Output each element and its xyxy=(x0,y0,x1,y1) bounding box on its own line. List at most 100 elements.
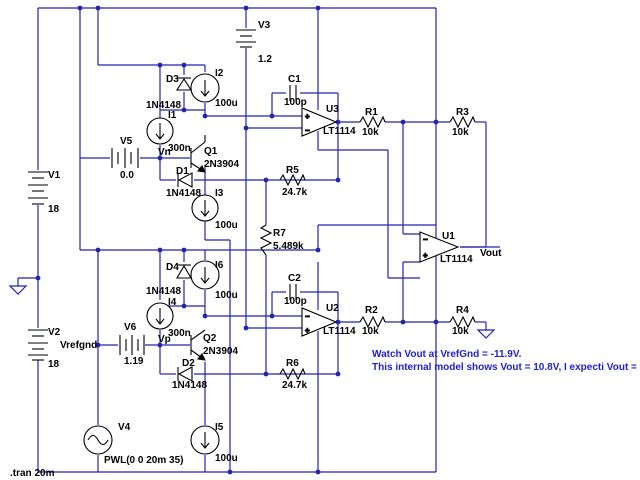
r2-value: 10k xyxy=(362,326,379,337)
r1-value: 10k xyxy=(362,127,379,138)
i3-value: 100u xyxy=(215,220,238,231)
i4-name: I4 xyxy=(168,297,177,308)
net-label-vp: Vp xyxy=(158,334,171,345)
i2-value: 100u xyxy=(215,98,238,109)
r2-name: R2 xyxy=(365,305,378,316)
i6-name: I6 xyxy=(215,260,224,271)
transistor-q2[interactable] xyxy=(190,329,206,361)
resistor-r2[interactable] xyxy=(359,315,386,329)
d3-value: 1N4148 xyxy=(146,100,181,111)
v6-name: V6 xyxy=(124,322,137,333)
net-label-vout: Vout xyxy=(480,248,502,259)
diode-d2[interactable] xyxy=(177,366,193,382)
i6-value: 100u xyxy=(215,290,238,301)
resistor-r5[interactable] xyxy=(279,173,306,187)
v3-value: 1.2 xyxy=(258,54,272,65)
v3-name: V3 xyxy=(258,20,271,31)
v4-value: PWL(0 0 20m 35) xyxy=(104,455,183,466)
diode-d4[interactable] xyxy=(176,264,192,279)
c2-name: C2 xyxy=(288,273,301,284)
q2-value: 2N3904 xyxy=(203,346,238,357)
ground-symbol-r4 xyxy=(476,329,496,339)
c1-name: C1 xyxy=(288,74,301,85)
c1-value: 100p xyxy=(284,97,307,108)
v5-name: V5 xyxy=(120,136,133,147)
q2-name: Q2 xyxy=(203,333,217,344)
v1-name: V1 xyxy=(48,170,61,181)
ground-symbol-left xyxy=(8,285,28,295)
i5-name: I5 xyxy=(215,422,224,433)
resistor-r1[interactable] xyxy=(359,115,386,129)
capacitor-c1[interactable] xyxy=(289,85,297,101)
u3-name: U3 xyxy=(326,104,339,115)
d1-name: D1 xyxy=(176,166,189,177)
battery-v3[interactable] xyxy=(236,29,256,48)
i1-name: I1 xyxy=(168,110,177,121)
current-source-i4[interactable] xyxy=(146,302,174,330)
r1-name: R1 xyxy=(365,107,378,118)
i5-value: 100u xyxy=(215,453,238,464)
u3-value: LT1114 xyxy=(323,126,356,137)
c2-value: 100p xyxy=(284,296,307,307)
resistor-r7[interactable] xyxy=(259,224,273,256)
current-source-i1[interactable] xyxy=(146,117,174,145)
battery-v1[interactable] xyxy=(28,171,48,205)
junction-dots xyxy=(35,5,439,475)
r5-value: 24.7k xyxy=(282,187,307,198)
r3-value: 10k xyxy=(452,127,469,138)
i2-name: I2 xyxy=(215,68,224,79)
transistor-q1[interactable] xyxy=(190,135,206,173)
diode-d3[interactable] xyxy=(175,77,193,91)
current-source-i6[interactable] xyxy=(190,260,220,290)
r6-name: R6 xyxy=(286,358,299,369)
spice-directive[interactable]: .tran 20m xyxy=(10,468,55,479)
opamp-u2[interactable]: − + xyxy=(301,307,338,337)
comment-line-2: This internal model shows Vout = 10.8V, … xyxy=(372,362,640,373)
svg-text:−: − xyxy=(423,235,428,244)
battery-v2[interactable] xyxy=(28,329,48,361)
d2-name: D2 xyxy=(182,358,195,369)
v6-value: 1.19 xyxy=(124,356,144,367)
battery-v5[interactable] xyxy=(111,148,139,168)
r7-value: 5.489k xyxy=(273,241,304,252)
r6-value: 24.7k xyxy=(282,380,307,391)
opamp-u3[interactable]: + − xyxy=(301,107,338,137)
u1-name: U1 xyxy=(442,231,455,242)
current-source-i5[interactable] xyxy=(190,425,220,455)
u2-name: U2 xyxy=(326,303,339,314)
svg-text:+: + xyxy=(423,251,428,260)
i3-name: I3 xyxy=(215,188,224,199)
resistor-r3[interactable] xyxy=(449,115,476,129)
resistor-r4[interactable] xyxy=(449,315,476,329)
q1-name: Q1 xyxy=(204,146,218,157)
resistor-r6[interactable] xyxy=(279,367,306,381)
v2-name: V2 xyxy=(48,327,61,338)
d1-value: 1N4148 xyxy=(166,188,201,199)
diode-d1[interactable] xyxy=(177,172,193,188)
svg-text:+: + xyxy=(305,326,310,335)
svg-text:−: − xyxy=(305,312,310,321)
d4-name: D4 xyxy=(166,262,179,273)
opamp-u1[interactable]: − + xyxy=(419,231,460,263)
r3-name: R3 xyxy=(456,107,469,118)
v1-value: 18 xyxy=(48,204,60,215)
v4-name: V4 xyxy=(118,422,131,433)
d4-value: 1N4148 xyxy=(146,286,181,297)
d3-name: D3 xyxy=(166,74,179,85)
sine-source-v4[interactable] xyxy=(83,425,113,455)
svg-text:−: − xyxy=(305,126,310,135)
r5-name: R5 xyxy=(286,165,299,176)
current-source-i2[interactable] xyxy=(190,73,220,103)
current-source-i3[interactable] xyxy=(191,194,219,222)
i1-value: 300n xyxy=(168,143,191,154)
net-label-vrefgnd: Vrefgnd xyxy=(60,340,97,351)
battery-v6[interactable] xyxy=(119,335,145,355)
svg-text:+: + xyxy=(305,112,310,121)
q1-value: 2N3904 xyxy=(204,159,239,170)
d2-value: 1N4148 xyxy=(172,380,207,391)
u2-value: LT1114 xyxy=(323,326,356,337)
i4-value: 300n xyxy=(168,328,191,339)
capacitor-c2[interactable] xyxy=(289,284,297,300)
v2-value: 18 xyxy=(48,359,60,370)
